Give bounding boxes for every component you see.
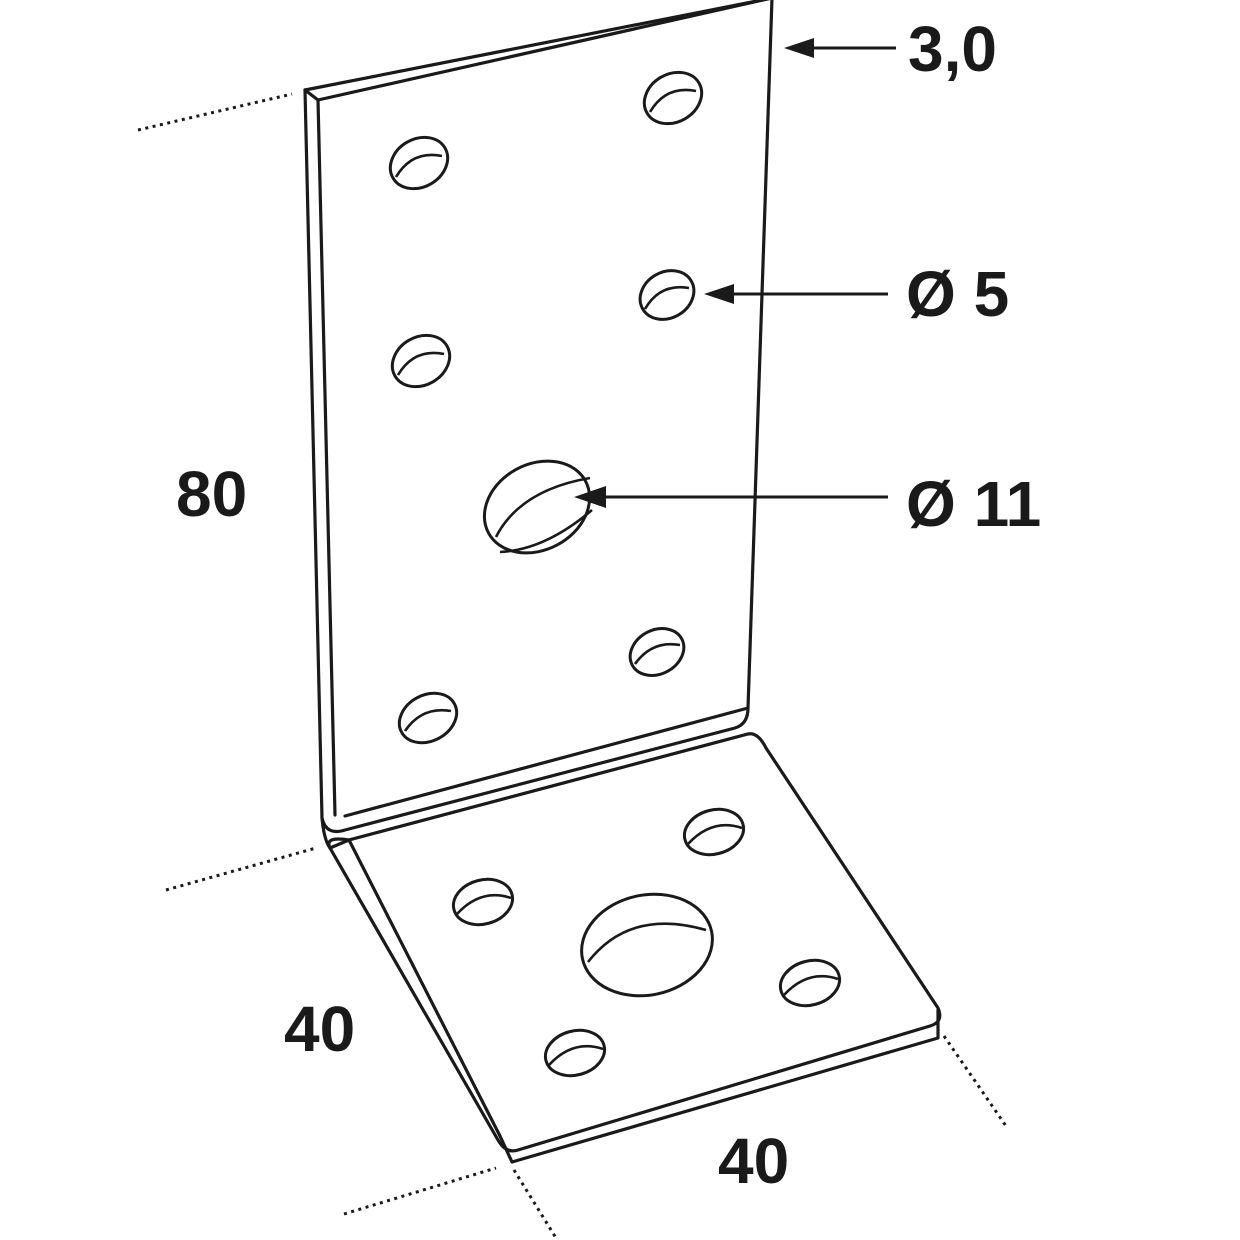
horizontal-plate-front-thickness	[498, 1008, 940, 1164]
small-hole-v6	[397, 691, 459, 745]
large-hole-diameter-label: Ø 11	[906, 468, 1041, 540]
vertical-plate-holes	[388, 70, 704, 745]
ext-line-bottom-left	[343, 1166, 497, 1216]
thickness-leader	[784, 38, 896, 58]
vertical-plate-outline	[303, 0, 774, 834]
small-hole-h3	[778, 958, 842, 1008]
dimension-labels: 3,0 Ø 5 Ø 11 80 40 40	[176, 13, 1041, 1197]
horizontal-plate-holes	[451, 807, 842, 1078]
small-hole-h2	[451, 877, 515, 927]
width-label: 40	[718, 1125, 789, 1197]
ext-line-top	[137, 92, 293, 132]
leaders	[574, 38, 896, 508]
horizontal-plate-bend-curve	[320, 816, 332, 850]
small-hole-v2	[642, 70, 704, 126]
horizontal-plate-left-edge	[328, 838, 502, 1138]
depth-label: 40	[284, 993, 355, 1065]
small-hole-v3	[638, 269, 696, 321]
ext-line-bottom-down	[512, 1169, 558, 1239]
small-hole-v5	[628, 627, 686, 677]
height-label: 80	[176, 458, 247, 530]
vertical-plate	[303, 0, 774, 834]
bend-upper-line	[343, 706, 750, 818]
small-hole-h4	[543, 1028, 607, 1078]
small-hole-leader	[704, 284, 888, 304]
ext-line-right	[942, 1035, 1008, 1127]
large-hole-h	[580, 892, 714, 998]
large-hole-leader	[574, 486, 888, 508]
extension-lines	[137, 92, 1008, 1239]
small-hole-diameter-label: Ø 5	[906, 258, 1009, 330]
vertical-plate-inner-left-edge	[316, 98, 337, 817]
ext-line-bend	[165, 846, 317, 892]
thickness-label: 3,0	[908, 13, 997, 85]
small-hole-h1	[682, 807, 746, 857]
large-hole-v	[482, 459, 593, 555]
small-hole-v4	[390, 333, 452, 389]
small-hole-v1	[388, 135, 450, 191]
